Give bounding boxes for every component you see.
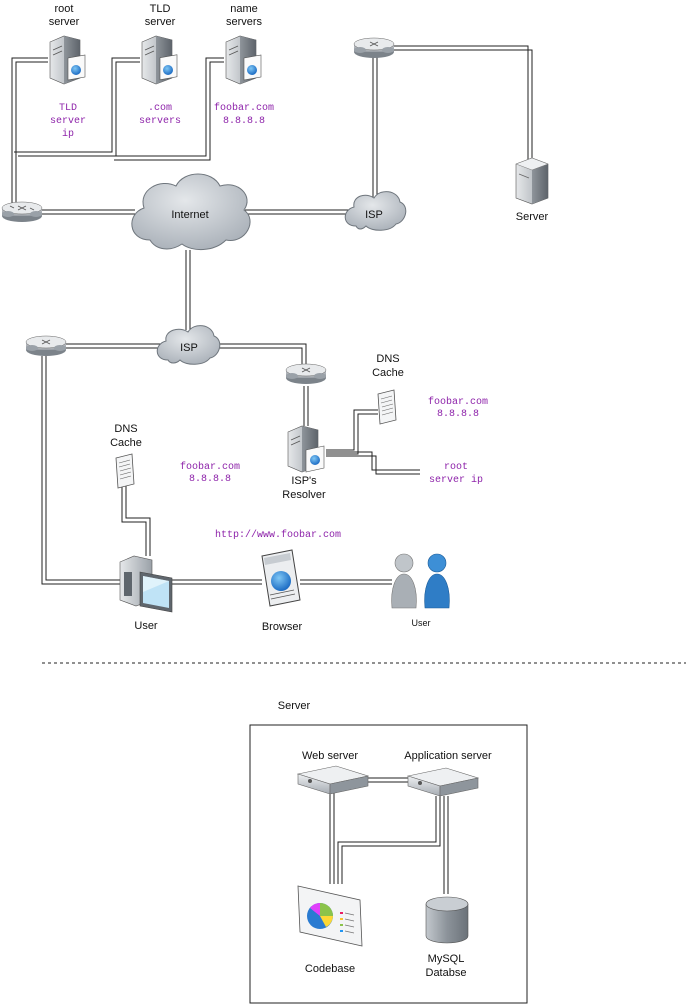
url-note: http://www.foobar.com (215, 529, 341, 541)
root-server-label-2: server (49, 16, 80, 28)
tower-server-icon (515, 157, 549, 205)
web-server: Web server (296, 750, 370, 795)
browser-label: Browser (262, 621, 303, 633)
mysql-label-1: MySQL (428, 953, 465, 965)
tower-server-icon (225, 35, 262, 85)
browser: Browser (261, 549, 303, 633)
mysql-database: MySQL Databse (425, 896, 469, 979)
cloud-icon (131, 173, 251, 250)
rack-server-icon (406, 767, 480, 797)
desktop-computer-icon (119, 555, 173, 613)
note-line: foobar.com (428, 396, 488, 408)
note-line: root (444, 462, 468, 473)
tower-server-icon (49, 35, 86, 85)
user-pc-label: User (134, 620, 158, 632)
name-servers-label-1: name (230, 3, 258, 15)
tower-server-icon (287, 425, 325, 473)
note-line: 8.8.8.8 (437, 409, 479, 420)
server-right: Server (515, 157, 549, 223)
router-icon (353, 37, 395, 58)
server-right-label: Server (516, 211, 549, 223)
note-line: ip (62, 128, 74, 140)
mysql-label-2: Databse (426, 967, 467, 979)
dns-cache-user: DNS Cache (110, 423, 142, 489)
dns-cache-label-1: DNS (114, 423, 137, 435)
dashboard-icon (297, 885, 363, 947)
tower-server-icon (141, 35, 178, 85)
user-icon (391, 553, 417, 609)
web-server-label: Web server (302, 750, 358, 762)
tld-server-ip-note: TLD server ip (50, 103, 86, 140)
note-line: TLD (59, 103, 77, 114)
codebase: Codebase (297, 885, 363, 975)
name-servers-label-2: servers (226, 16, 263, 28)
document-icon (377, 389, 397, 425)
foobar-user-note: foobar.com 8.8.8.8 (180, 461, 240, 485)
dns-cache-label-1: DNS (376, 353, 399, 365)
internet-cloud: Internet (131, 173, 251, 250)
database-icon (425, 896, 469, 944)
cloud-icon (156, 325, 221, 365)
internet-label: Internet (171, 209, 208, 221)
app-server-label: Application server (404, 750, 492, 762)
codebase-label: Codebase (305, 963, 355, 975)
isp-mid-label: ISP (180, 342, 198, 354)
note-line: server (50, 116, 86, 127)
root-server-label-1: root (55, 3, 74, 15)
rack-server-icon (296, 765, 370, 795)
note-line: foobar.com (214, 102, 274, 114)
document-icon (115, 453, 135, 489)
dns-cache-label-2: Cache (110, 437, 142, 449)
user-pc: User (119, 555, 173, 632)
com-servers-note: .com servers (139, 103, 181, 127)
server-box (249, 724, 528, 1004)
router-icon (285, 363, 327, 384)
dns-cache-resolver: DNS Cache (372, 353, 404, 425)
user-icon (424, 553, 450, 609)
tld-server-label-2: server (145, 16, 176, 28)
connections (11, 45, 533, 894)
note-line: foobar.com (180, 461, 240, 473)
people-label: User (411, 618, 430, 628)
tld-server-label-1: TLD (150, 3, 171, 15)
name-servers: name servers (225, 3, 263, 85)
router-icon (25, 335, 67, 356)
root-server-ip-note: root server ip (429, 462, 483, 486)
note-line: 8.8.8.8 (223, 116, 265, 127)
resolver-label-2: Resolver (282, 489, 326, 501)
server-box-title: Server (278, 700, 311, 712)
note-line: 8.8.8.8 (189, 474, 231, 485)
note-line: servers (139, 116, 181, 127)
dns-cache-label-2: Cache (372, 367, 404, 379)
router-icon (1, 201, 43, 222)
isp-mid-cloud: ISP (156, 325, 221, 365)
foobar-top-note: foobar.com 8.8.8.8 (214, 102, 274, 127)
resolver-label-1: ISP's (291, 475, 317, 487)
foobar-resolver-note: foobar.com 8.8.8.8 (428, 396, 488, 420)
browser-icon (261, 549, 301, 607)
cloud-icon (344, 191, 407, 231)
app-server: Application server (404, 750, 492, 797)
isp-top-cloud: ISP (344, 191, 407, 231)
isp-top-label: ISP (365, 209, 383, 221)
isp-resolver: ISP's Resolver (282, 425, 326, 501)
user-people: User (391, 553, 450, 628)
root-server: root server (49, 3, 86, 85)
note-line: .com (148, 103, 172, 114)
tld-server: TLD server (141, 3, 178, 85)
note-line: server ip (429, 474, 483, 486)
